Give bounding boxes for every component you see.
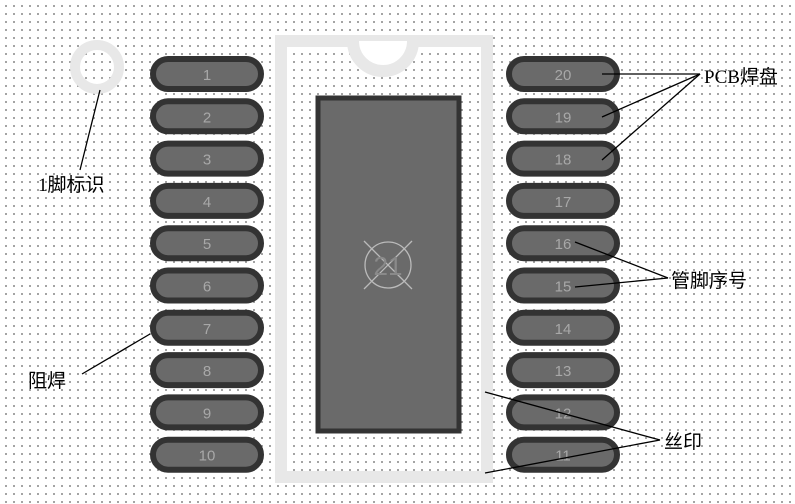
pin-number: 19 [555,109,572,126]
label-solder-mask: 阻焊 [28,371,67,392]
pad-19: 19 [506,98,620,135]
silkscreen-outline [275,35,493,483]
pad-12: 12 [506,394,620,431]
pin1-marker [70,40,124,94]
pad-8: 8 [150,352,264,389]
pad-17: 17 [506,182,620,219]
pad-3: 3 [150,140,264,177]
pin-number: 1 [203,67,211,84]
pin-number: 11 [555,448,571,465]
pad-6: 6 [150,267,264,304]
pad-15: 15 [506,267,620,304]
pin-number: 3 [203,152,211,169]
pad-18: 18 [506,140,620,177]
pin-number: 7 [203,321,211,338]
label-silkscreen: 丝印 [664,432,703,453]
pin-number: 17 [555,194,572,211]
pad-2: 2 [150,98,264,135]
pad-11: 11 [506,436,620,473]
pad-20: 20 [506,56,620,92]
pin-number: 9 [203,405,211,422]
leader-lines [79,73,701,474]
center-pad-mark [363,240,413,290]
pin-number: 10 [199,448,216,465]
pad-7: 7 [150,309,264,346]
pad-14: 14 [506,309,620,346]
pin-number: 6 [203,279,211,296]
pin-number: 2 [203,109,211,126]
pin-number: 15 [555,279,572,296]
pin-number: 13 [555,363,572,380]
pad-13: 13 [506,352,620,389]
pin-number: 4 [203,194,211,211]
label-pin-number: 管脚序号 [671,271,748,292]
label-pcb-pad: PCB焊盘 [704,67,778,88]
pin-number: 20 [555,67,572,84]
pin-number: 8 [203,363,211,380]
pad-1: 1 [150,56,264,92]
center-pad-number: 21 [374,251,403,281]
pad-9: 9 [150,394,264,431]
pin-number: 18 [555,152,572,169]
pad-4: 4 [150,182,264,219]
pin-number: 5 [203,236,211,253]
pin-number: 14 [555,321,572,338]
pad-10: 10 [150,436,264,473]
pin-number: 16 [555,236,572,253]
label-pin1-marker: 1脚标识 [38,175,105,196]
pad-16: 16 [506,225,620,262]
pad-5: 5 [150,225,264,262]
